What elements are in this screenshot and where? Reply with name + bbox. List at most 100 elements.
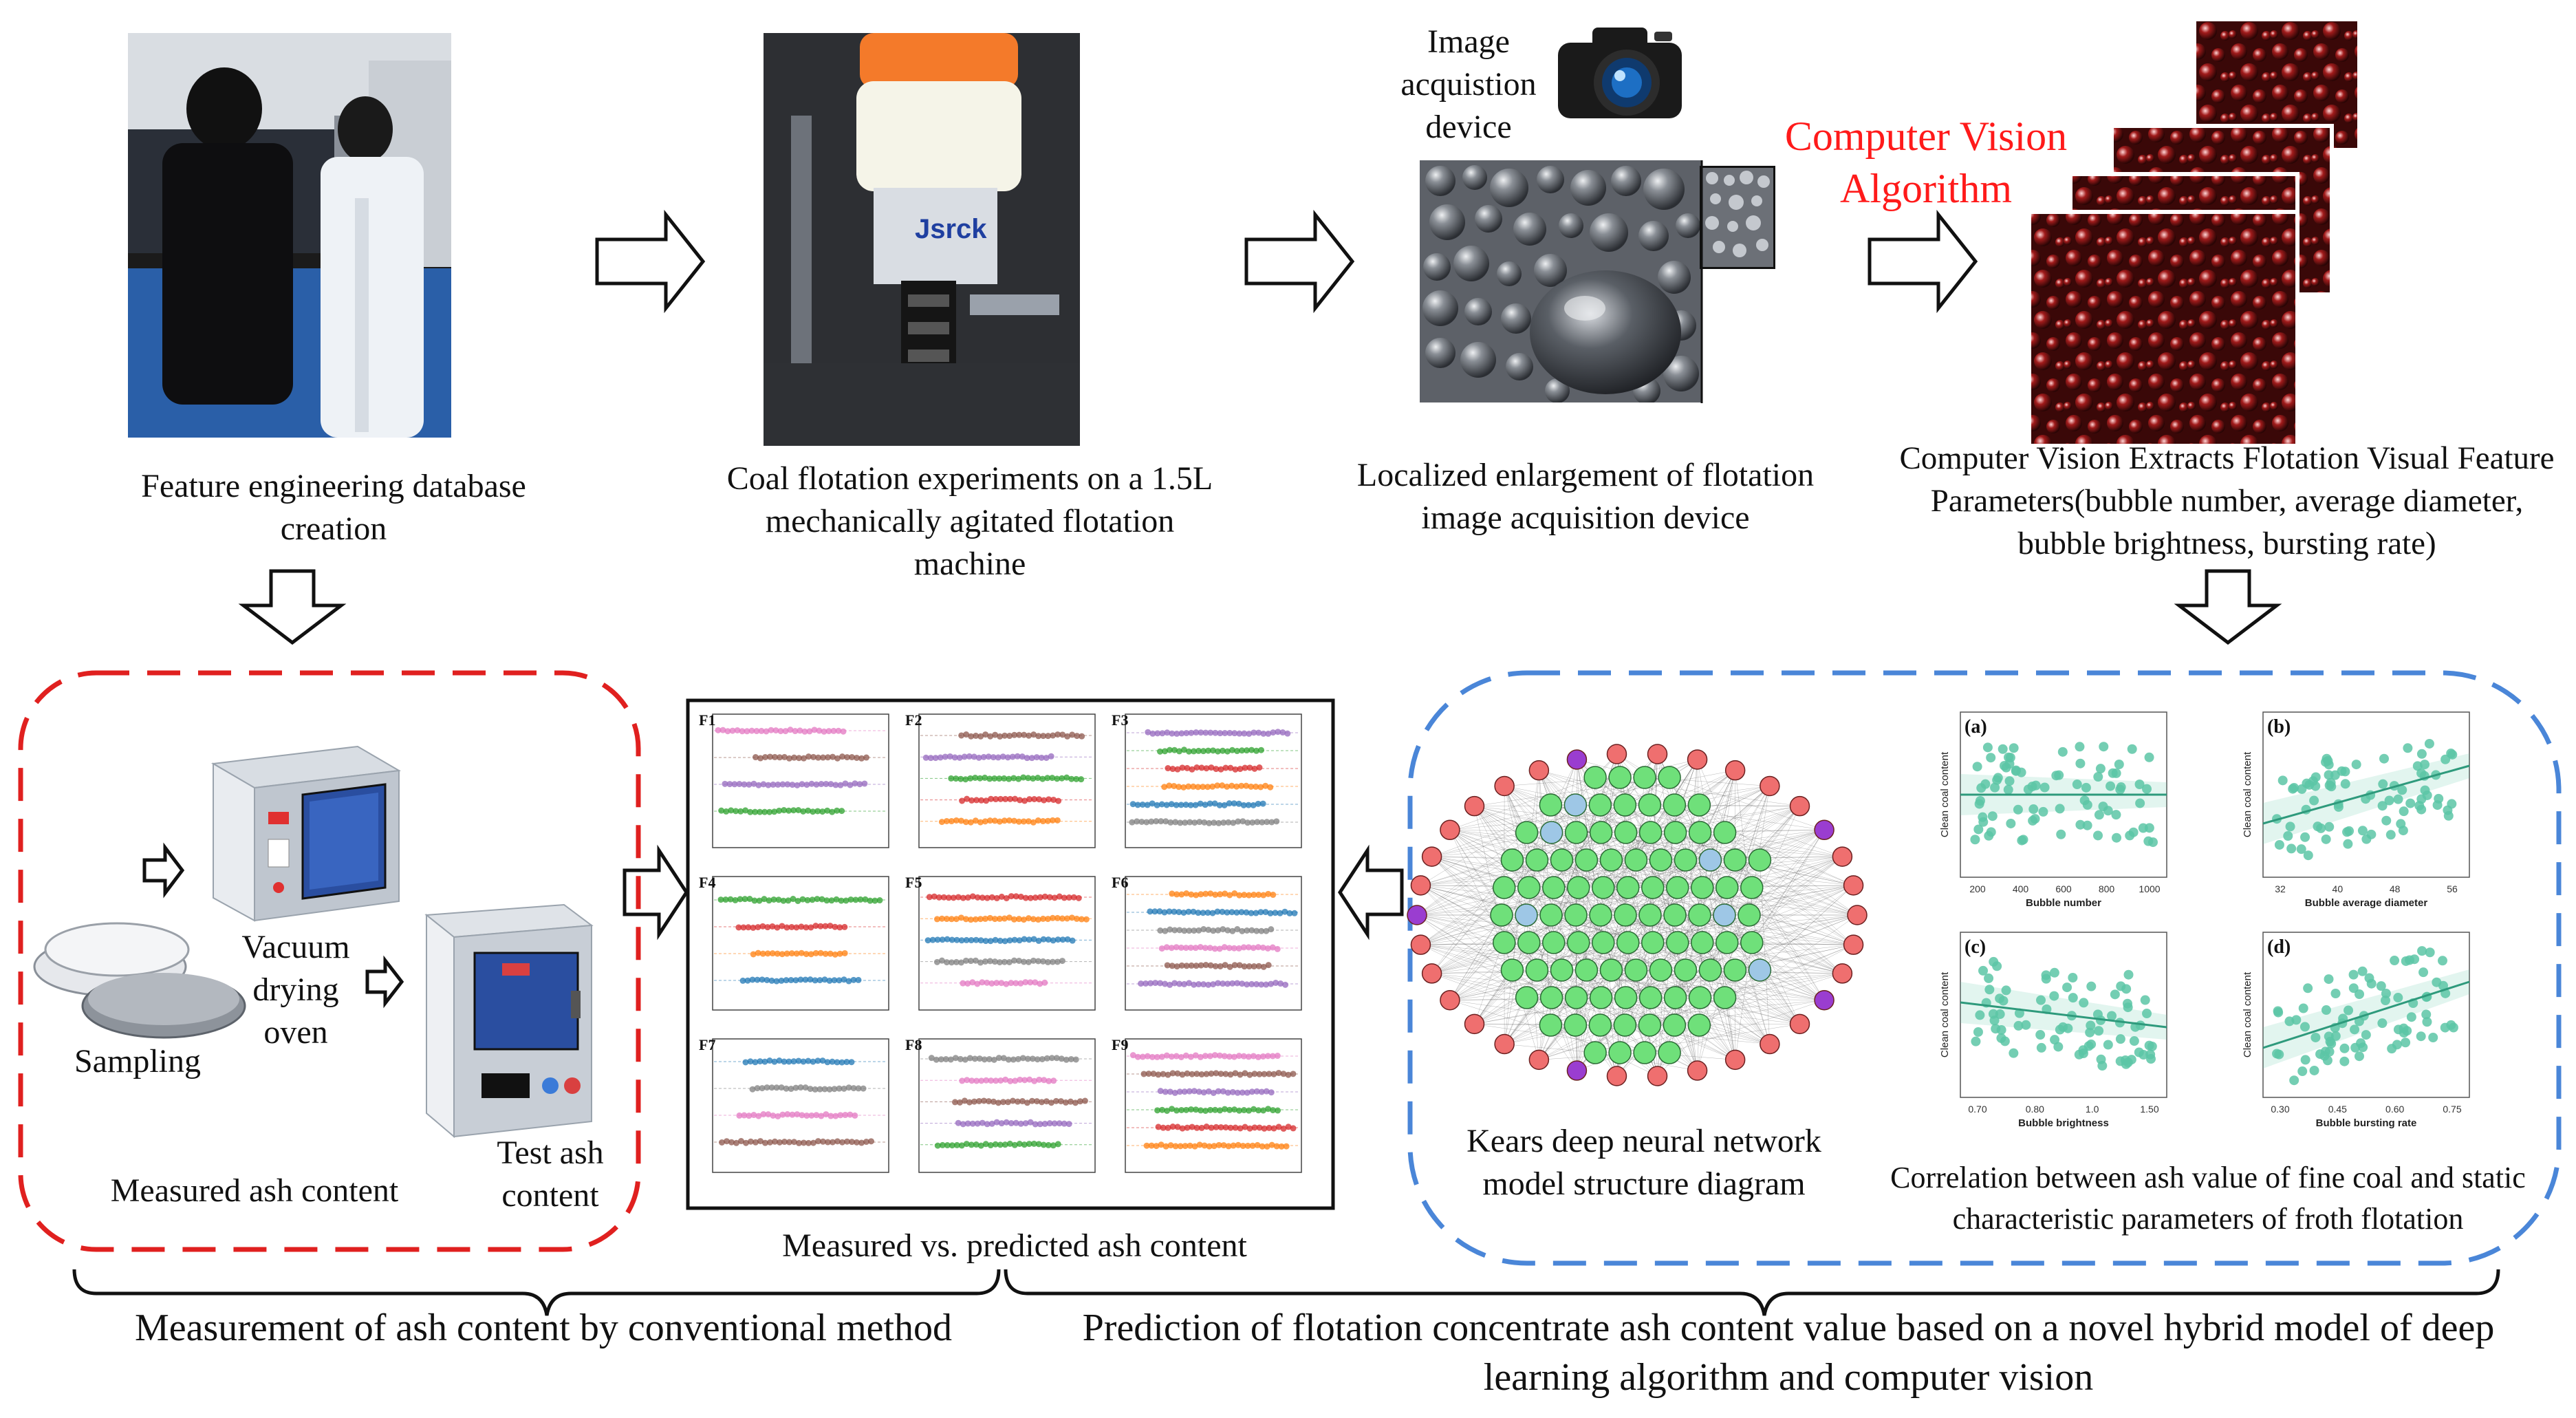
panel-point: [1140, 1071, 1147, 1077]
panel-point: [1185, 783, 1192, 790]
panel-point: [1193, 729, 1200, 736]
panel-point: [752, 1139, 759, 1146]
corr-point: [2438, 956, 2448, 966]
corr-point: [2111, 810, 2121, 820]
corr-point: [2340, 766, 2350, 777]
panel-point: [1235, 1053, 1242, 1060]
panel-point: [764, 950, 771, 957]
nn-edge: [1449, 887, 1529, 1000]
panel-point: [1010, 817, 1017, 824]
panel-point: [922, 754, 929, 761]
caption-conventional-method: Measurement of ash content by convention…: [134, 1307, 953, 1349]
panel-point: [1015, 818, 1022, 825]
panel-point: [996, 915, 1003, 922]
panel-point: [1255, 800, 1262, 807]
panel-point: [799, 781, 805, 788]
panel-point: [838, 1059, 845, 1066]
nn-hidden-node: [1592, 931, 1615, 954]
panel-point: [791, 754, 797, 761]
panel-point: [798, 949, 805, 956]
panel-point: [947, 1056, 954, 1063]
panel-point: [977, 733, 984, 740]
nn-hidden-node: [1748, 848, 1772, 872]
nn-edge: [1603, 942, 1800, 1024]
panel-point: [999, 1099, 1006, 1106]
panel-point: [1253, 783, 1259, 790]
panel-point: [1193, 892, 1200, 899]
nn-edge: [1724, 832, 1854, 886]
panel-point: [1250, 945, 1257, 952]
panel-point: [973, 936, 979, 943]
panel-point: [998, 980, 1005, 987]
panel-point: [953, 936, 960, 943]
panel-point: [820, 754, 826, 761]
panel-point: [834, 1059, 841, 1066]
panel-point: [953, 817, 960, 824]
panel-point: [1160, 1124, 1167, 1131]
nn-edge: [1512, 770, 1539, 971]
nn-outer-node: [1528, 760, 1550, 781]
panel-point: [1269, 1053, 1276, 1060]
panel-point: [1222, 1071, 1229, 1077]
panel-point: [1027, 894, 1034, 901]
panel-point: [800, 1139, 807, 1146]
panel-point: [1162, 980, 1169, 987]
panel-point: [931, 893, 938, 900]
panel-point: [1229, 746, 1236, 753]
panel-point: [1064, 733, 1071, 740]
panel-point: [836, 977, 843, 984]
panel-point: [1206, 945, 1213, 952]
panel-point: [747, 1138, 754, 1145]
panel-point: [1147, 980, 1154, 987]
panel-point: [1001, 958, 1008, 965]
panel-point: [992, 731, 999, 738]
panel-point: [872, 897, 878, 904]
panel-point: [1230, 819, 1237, 826]
panel-point: [814, 1138, 821, 1145]
panel-point: [768, 1084, 775, 1091]
panel-point: [723, 808, 730, 815]
nn-hidden-node: [1515, 821, 1539, 844]
panel-point: [1249, 1142, 1256, 1149]
panel-point: [783, 950, 790, 957]
panel-point: [839, 753, 845, 760]
caption-correlation: Correlation between ash value of fine co…: [1890, 1161, 2526, 1236]
corr-point: [2309, 795, 2319, 806]
nn-hidden-node: [1688, 986, 1712, 1009]
panel-point: [761, 1058, 768, 1065]
corr-point: [2322, 1055, 2333, 1066]
panel-point: [763, 728, 770, 735]
panel-point: [1242, 1124, 1248, 1130]
panel-point: [1067, 1098, 1074, 1105]
corr-point: [2114, 759, 2124, 769]
nn-edge: [1657, 832, 1725, 1077]
panel-point: [803, 782, 810, 788]
panel-point: [974, 1120, 981, 1127]
nn-hidden-node: [1691, 931, 1714, 954]
panel-point: [973, 797, 980, 804]
panel-point: [1206, 1053, 1213, 1060]
panel-point: [943, 817, 950, 824]
panel-point: [974, 980, 981, 987]
panel-point: [737, 808, 744, 815]
panel-point: [768, 727, 775, 733]
corr-point: [2041, 974, 2051, 984]
panel-point: [1238, 909, 1245, 916]
panel-point: [723, 1138, 730, 1145]
panel-point: [1281, 908, 1288, 915]
panel-point: [858, 755, 865, 762]
panel-point: [1038, 754, 1045, 761]
panel-point: [1205, 981, 1212, 988]
panel-point: [1003, 894, 1010, 901]
panel-point: [1178, 730, 1185, 737]
panel-point: [1208, 1070, 1215, 1077]
panel-point: [1162, 1143, 1169, 1150]
panel-point: [1279, 729, 1286, 736]
nn-edge: [1669, 777, 1825, 830]
corr-point: [2093, 830, 2103, 841]
panel-point: [1017, 1076, 1024, 1083]
panel-point: [1253, 981, 1260, 988]
panel-point: [1054, 958, 1061, 965]
panel-point: [1254, 1141, 1261, 1148]
nn-edge: [1526, 830, 1825, 916]
